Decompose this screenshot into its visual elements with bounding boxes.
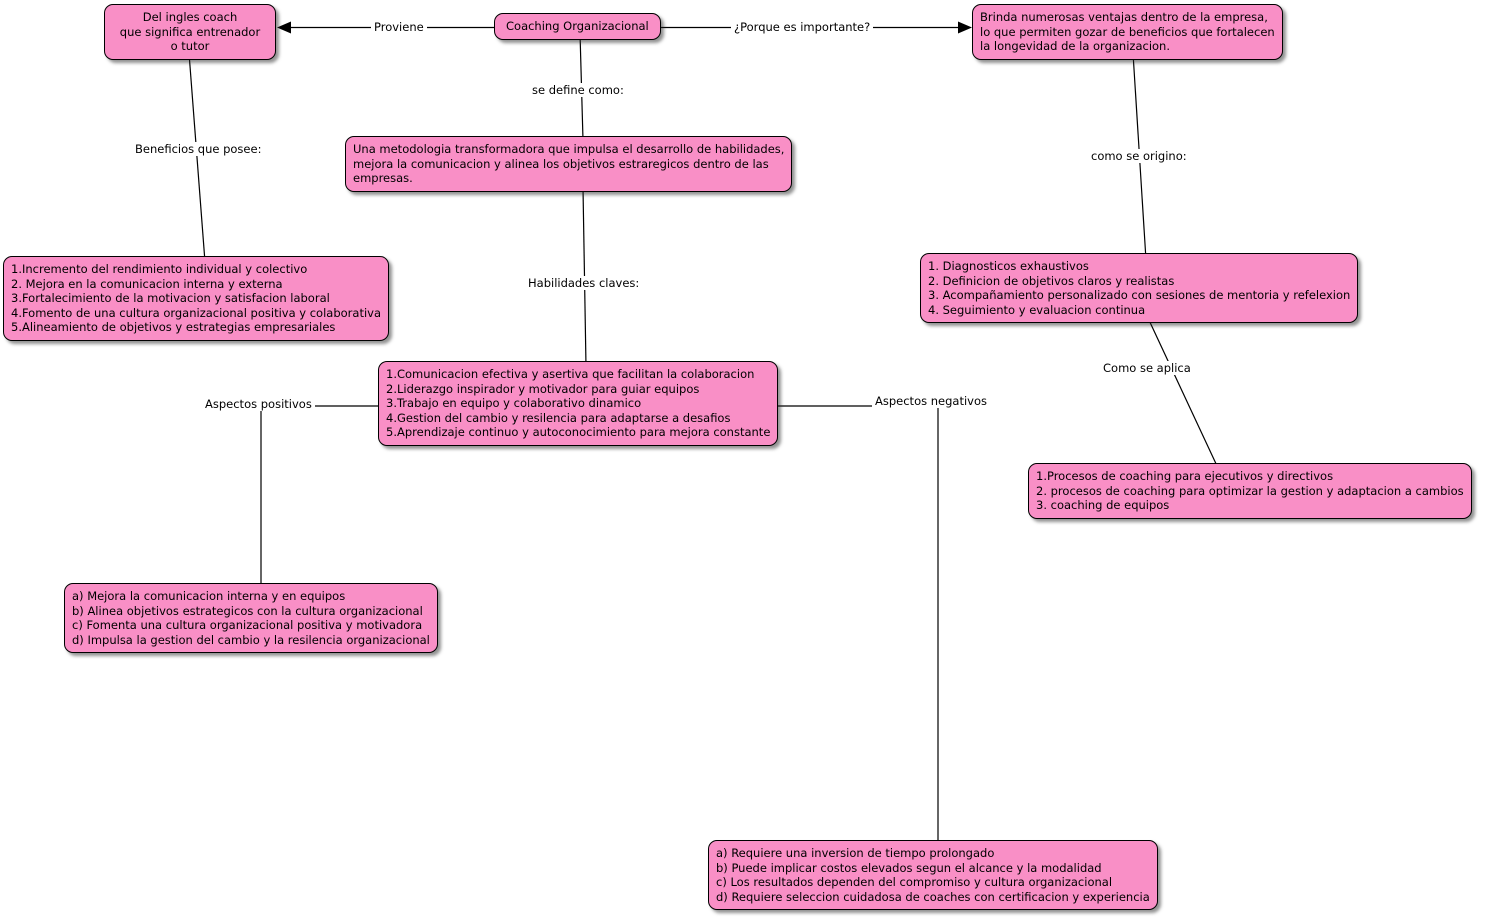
edge-label-porque-es-importante: ¿Porque es importante? bbox=[731, 20, 874, 34]
arrowhead-proviene bbox=[277, 21, 291, 34]
node-coaching-organizacional[interactable]: Coaching Organizacional bbox=[494, 13, 661, 40]
edge-label-se-define-como: se define como: bbox=[529, 83, 627, 97]
node-etimologia[interactable]: Del ingles coach que significa entrenado… bbox=[104, 4, 276, 60]
edge-positivos-line bbox=[260, 405, 392, 590]
edge-label-beneficios-que-posee: Beneficios que posee: bbox=[132, 142, 265, 156]
edge-negativos-line bbox=[778, 405, 939, 846]
node-aspectos-negativos[interactable]: a) Requiere una inversion de tiempo prol… bbox=[708, 840, 1158, 910]
arrowhead-importante bbox=[958, 21, 972, 34]
edge-label-como-se-aplica: Como se aplica bbox=[1100, 361, 1194, 375]
edge-beneficios-line bbox=[188, 52, 206, 263]
node-definicion[interactable]: Una metodologia transformadora que impul… bbox=[345, 136, 793, 192]
edge-label-aspectos-positivos: Aspectos positivos bbox=[202, 397, 315, 411]
node-importancia[interactable]: Brinda numerosas ventajas dentro de la e… bbox=[972, 4, 1283, 60]
node-beneficios[interactable]: 1.Incremento del rendimiento individual … bbox=[3, 256, 390, 341]
edge-label-habilidades-claves: Habilidades claves: bbox=[525, 276, 643, 290]
node-aspectos-positivos[interactable]: a) Mejora la comunicacion interna y en e… bbox=[64, 583, 438, 653]
edge-label-como-se-origino: como se origino: bbox=[1088, 149, 1190, 163]
edge-label-proviene: Proviene bbox=[371, 20, 427, 34]
node-habilidades-claves[interactable]: 1.Comunicacion efectiva y asertiva que f… bbox=[378, 361, 779, 446]
node-aplicacion[interactable]: 1.Procesos de coaching para ejecutivos y… bbox=[1028, 463, 1472, 519]
edge-label-aspectos-negativos: Aspectos negativos bbox=[872, 394, 990, 408]
node-origen[interactable]: 1. Diagnosticos exhaustivos 2. Definicio… bbox=[920, 253, 1359, 323]
edge-aplica-line bbox=[1147, 317, 1219, 469]
